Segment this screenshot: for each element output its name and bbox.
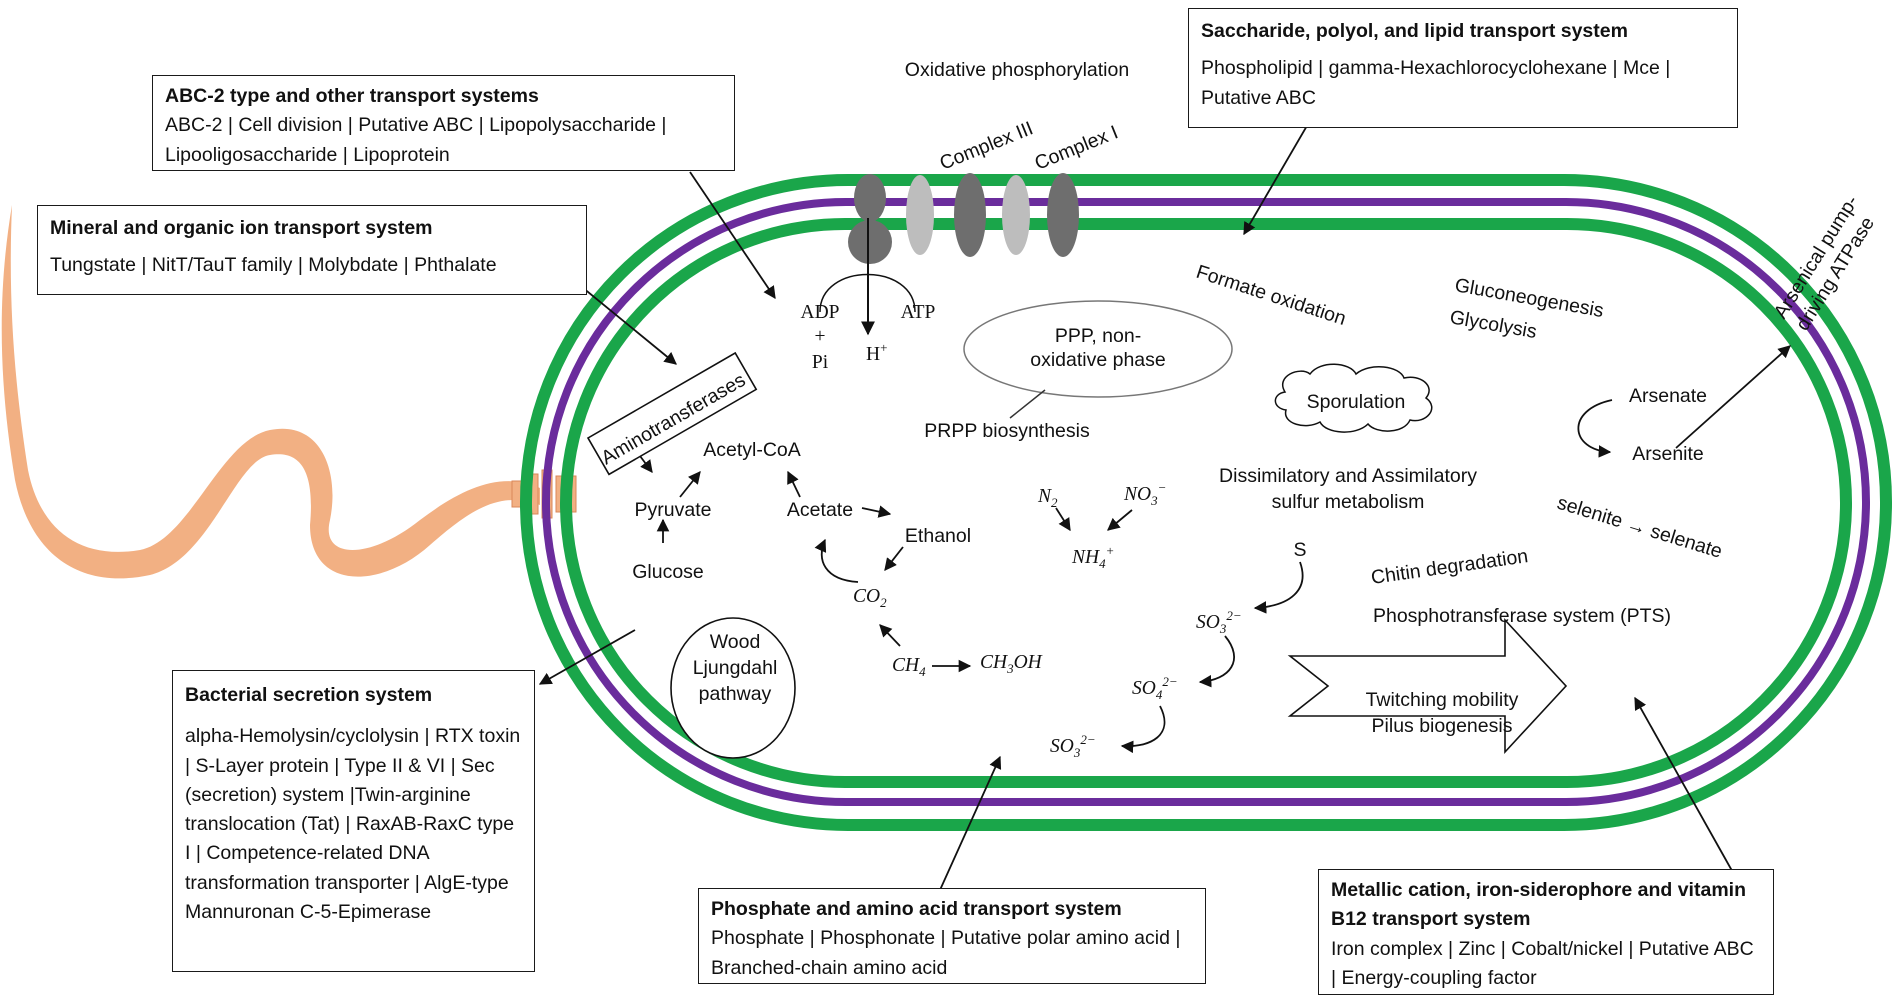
sulfur-s-label: S: [1293, 539, 1306, 561]
secretion-box-body: alpha-Hemolysin/cyclolysin | RTX toxin |…: [185, 725, 521, 923]
pi-label: Pi: [812, 352, 829, 373]
metallic-box-title: Metallic cation, iron-siderophore and vi…: [1331, 879, 1746, 931]
nh4-label: NH4+: [1071, 543, 1114, 571]
ppp-label-line2: oxidative phase: [1030, 349, 1166, 371]
abc2-box-body: ABC-2 | Cell division | Putative ABC | L…: [165, 114, 667, 166]
respiratory-complexes: [848, 173, 1079, 264]
twitching-label-line2: Pilus biogenesis: [1372, 715, 1513, 737]
selenite-label: selenite → selenate: [1555, 492, 1725, 563]
wood-label-line1: Wood: [710, 631, 761, 653]
n2-label: N2: [1037, 486, 1058, 510]
pyruvate-label: Pyruvate: [635, 499, 712, 521]
arsenite-label: Arsenite: [1632, 443, 1704, 465]
phosphate-box-title: Phosphate and amino acid transport syste…: [711, 898, 1122, 920]
wood-label-line2: Ljungdahl: [693, 657, 778, 679]
mineral-transport-box: Mineral and organic ion transport system…: [37, 205, 587, 295]
mineral-box-title: Mineral and organic ion transport system: [50, 217, 433, 239]
abc2-transport-box: ABC-2 type and other transport systems A…: [152, 75, 735, 171]
proton-label: H+: [866, 340, 887, 365]
pts-label: Phosphotransferase system (PTS): [1373, 605, 1671, 627]
phosphate-transport-box: Phosphate and amino acid transport syste…: [698, 888, 1206, 984]
ppp-connector: [1009, 389, 1046, 419]
ethanol-label: Ethanol: [905, 525, 971, 547]
ppp-label-line1: PPP, non-: [1055, 325, 1141, 347]
saccharide-transport-box: Saccharide, polyol, and lipid transport …: [1188, 8, 1738, 128]
complex3-label: Complex III: [937, 117, 1037, 174]
wood-label-line3: pathway: [699, 683, 772, 705]
metallic-box-body: Iron complex | Zinc | Cobalt/nickel | Pu…: [1331, 937, 1754, 989]
ppp-oval: [963, 300, 1233, 398]
saccharide-box-body: Phospholipid | gamma-Hexachlorocyclohexa…: [1201, 57, 1671, 109]
ch3oh-label: CH3OH: [980, 652, 1043, 676]
cell-envelope: [520, 174, 1892, 831]
arsenate-label: Arsenate: [1629, 385, 1707, 407]
sulfur-label-line1: Dissimilatory and Assimilatory: [1219, 465, 1477, 487]
prpp-label: PRPP biosynthesis: [924, 420, 1090, 442]
wood-ljungdahl-oval: [670, 617, 796, 759]
acetylcoa-label: Acetyl-CoA: [703, 439, 801, 461]
aminotransferases-box: [586, 351, 758, 476]
no3-label: NO3−: [1123, 480, 1166, 508]
metallic-transport-box: Metallic cation, iron-siderophore and vi…: [1318, 869, 1774, 995]
formate-label: Formate oxidation: [1193, 261, 1348, 330]
glycolysis-label: Glycolysis: [1448, 306, 1538, 343]
metabolic-arrows: [639, 399, 1613, 754]
twitching-arrow-shape: [1287, 617, 1568, 755]
ch4-label: CH4: [892, 655, 926, 679]
complex1-label: Complex I: [1032, 121, 1122, 174]
adp-label: ADP: [800, 302, 839, 323]
glucose-label: Glucose: [632, 561, 704, 583]
acetate-label: Acetate: [787, 499, 853, 521]
so3-label-lower: SO32−: [1050, 732, 1096, 760]
sulfur-label-line2: sulfur metabolism: [1272, 491, 1425, 513]
flagellum: [1, 205, 541, 579]
secretion-system-box: Bacterial secretion system alpha-Hemolys…: [172, 670, 535, 972]
sporulation-label: Sporulation: [1307, 391, 1406, 413]
abc2-box-title: ABC-2 type and other transport systems: [165, 85, 539, 107]
phosphate-box-body: Phosphate | Phosphonate | Putative polar…: [711, 927, 1181, 979]
atp-label: ATP: [901, 302, 936, 323]
plus-label: +: [815, 326, 826, 347]
so3-label-upper: SO32−: [1196, 608, 1242, 636]
twitching-label-line1: Twitching mobility: [1366, 689, 1519, 711]
sporulation-cloud: [1274, 363, 1433, 433]
oxphos-label: Oxidative phosphorylation: [905, 59, 1129, 81]
secretion-box-title: Bacterial secretion system: [185, 684, 433, 706]
saccharide-box-title: Saccharide, polyol, and lipid transport …: [1201, 20, 1628, 42]
so4-label: SO42−: [1132, 674, 1178, 702]
mineral-box-body: Tungstate | NitT/TauT family | Molybdate…: [50, 254, 497, 277]
chitin-label: Chitin degradation: [1370, 545, 1530, 589]
co2-label: CO2: [853, 586, 887, 610]
